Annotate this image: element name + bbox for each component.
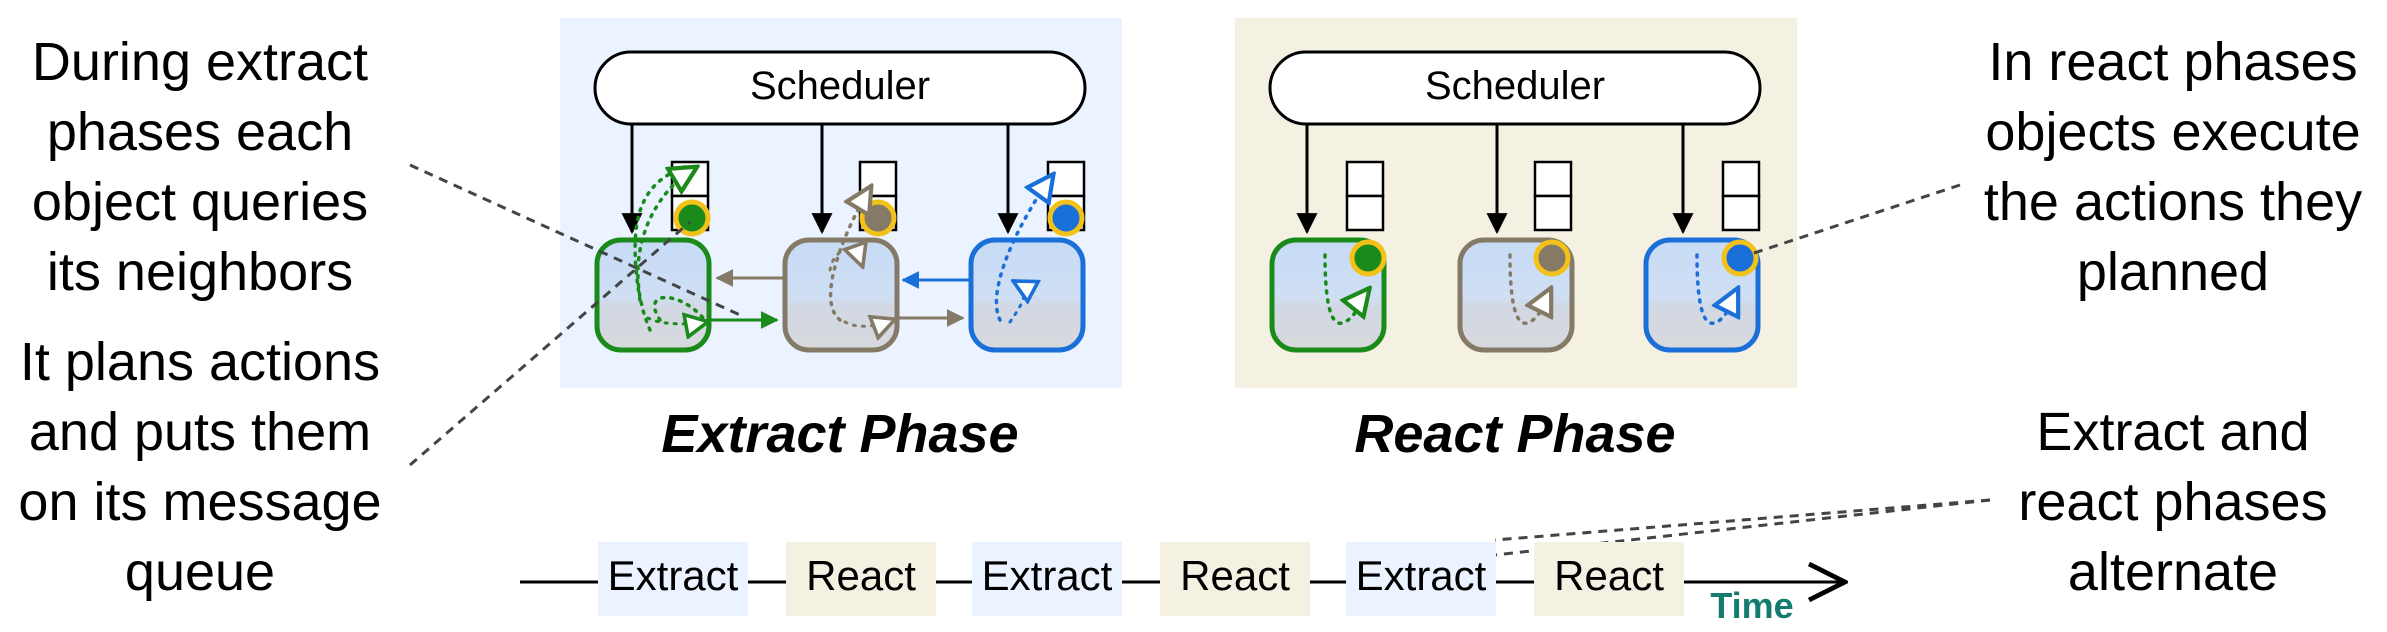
leader-line-alternate-1 — [1494, 498, 1991, 542]
annotation-react-execute-line: In react phases — [1988, 32, 2357, 92]
message-queue-blue — [1046, 160, 1086, 237]
timeline-phase-box — [1534, 542, 1684, 616]
timeline-phase-label: Extract — [608, 552, 739, 599]
annotation-plans-actions-line: queue — [125, 542, 275, 602]
react-scheduler-label: Scheduler — [1425, 64, 1605, 108]
annotation-extract-query: During extract phases each object querie… — [32, 32, 368, 302]
react-queue-blue — [1721, 160, 1761, 232]
timeline-phase-label: React — [1554, 552, 1664, 599]
leader-line-execute — [1747, 183, 1961, 257]
plan-path-taupe — [828, 188, 870, 322]
timeline-phase-box — [1160, 542, 1310, 616]
timeline-phase-label: React — [1180, 552, 1290, 599]
annotation-react-execute: In react phases objects execute the acti… — [1984, 32, 2362, 302]
timeline-phase-box — [1346, 542, 1496, 616]
annotation-alternate-line: Extract and — [2036, 402, 2309, 462]
annotation-alternate-line: alternate — [2068, 542, 2278, 602]
annotation-react-execute-line: the actions they — [1984, 172, 2362, 232]
message-dot-green — [673, 199, 711, 237]
plan-path-blue — [994, 176, 1052, 322]
timeline-phase-label: Extract — [982, 552, 1113, 599]
message-dot-blue — [1047, 199, 1085, 237]
leader-line-plans — [409, 220, 691, 467]
annotation-react-execute-line: objects execute — [1985, 102, 2360, 162]
extract-scheduler-label: Scheduler — [750, 64, 930, 108]
annotation-plans-actions-line: and puts them — [29, 402, 371, 462]
timeline-phase-box — [786, 542, 936, 616]
annotation-extract-query-line: During extract — [32, 32, 368, 92]
annotation-extract-query-line: object queries — [32, 172, 368, 232]
object-taupe — [782, 237, 900, 353]
leader-line-alternate-2 — [1494, 498, 1991, 557]
react-phase-panel: Scheduler React Phase — [1235, 18, 1797, 464]
timeline-phase-box — [598, 542, 748, 616]
message-queue-taupe — [858, 160, 898, 237]
annotation-plans-actions: It plans actions and puts them on its me… — [18, 332, 381, 602]
timeline-phase-box — [972, 542, 1122, 616]
message-dot-taupe — [859, 199, 897, 237]
react-queue-taupe — [1533, 160, 1573, 232]
timeline: Extract React Extract React Extract Reac… — [520, 542, 1845, 626]
react-queue-green — [1345, 160, 1385, 232]
react-message-dot-blue — [1721, 239, 1759, 277]
extract-scheduler — [593, 50, 1087, 126]
timeline-phase-label: Extract — [1356, 552, 1487, 599]
react-message-dot-taupe — [1533, 239, 1571, 277]
time-label: Time — [1710, 585, 1793, 626]
annotation-plans-actions-line: on its message — [18, 472, 381, 532]
react-message-dot-green — [1349, 239, 1387, 277]
annotation-react-execute-line: planned — [2077, 242, 2269, 302]
react-scheduler — [1268, 50, 1762, 126]
annotation-plans-actions-line: It plans actions — [20, 332, 380, 392]
extract-phase-panel: Scheduler — [560, 18, 1122, 464]
annotation-extract-query-line: its neighbors — [47, 242, 353, 302]
annotation-alternate-line: react phases — [2018, 472, 2327, 532]
timeline-phase-label: React — [806, 552, 916, 599]
object-green — [594, 237, 712, 353]
annotation-alternate: Extract and react phases alternate — [2018, 402, 2327, 602]
object-blue — [968, 237, 1086, 353]
annotation-extract-query-line: phases each — [47, 102, 353, 162]
react-phase-caption: React Phase — [1354, 404, 1675, 464]
leader-line-query — [409, 163, 741, 317]
extract-phase-caption: Extract Phase — [661, 404, 1018, 464]
